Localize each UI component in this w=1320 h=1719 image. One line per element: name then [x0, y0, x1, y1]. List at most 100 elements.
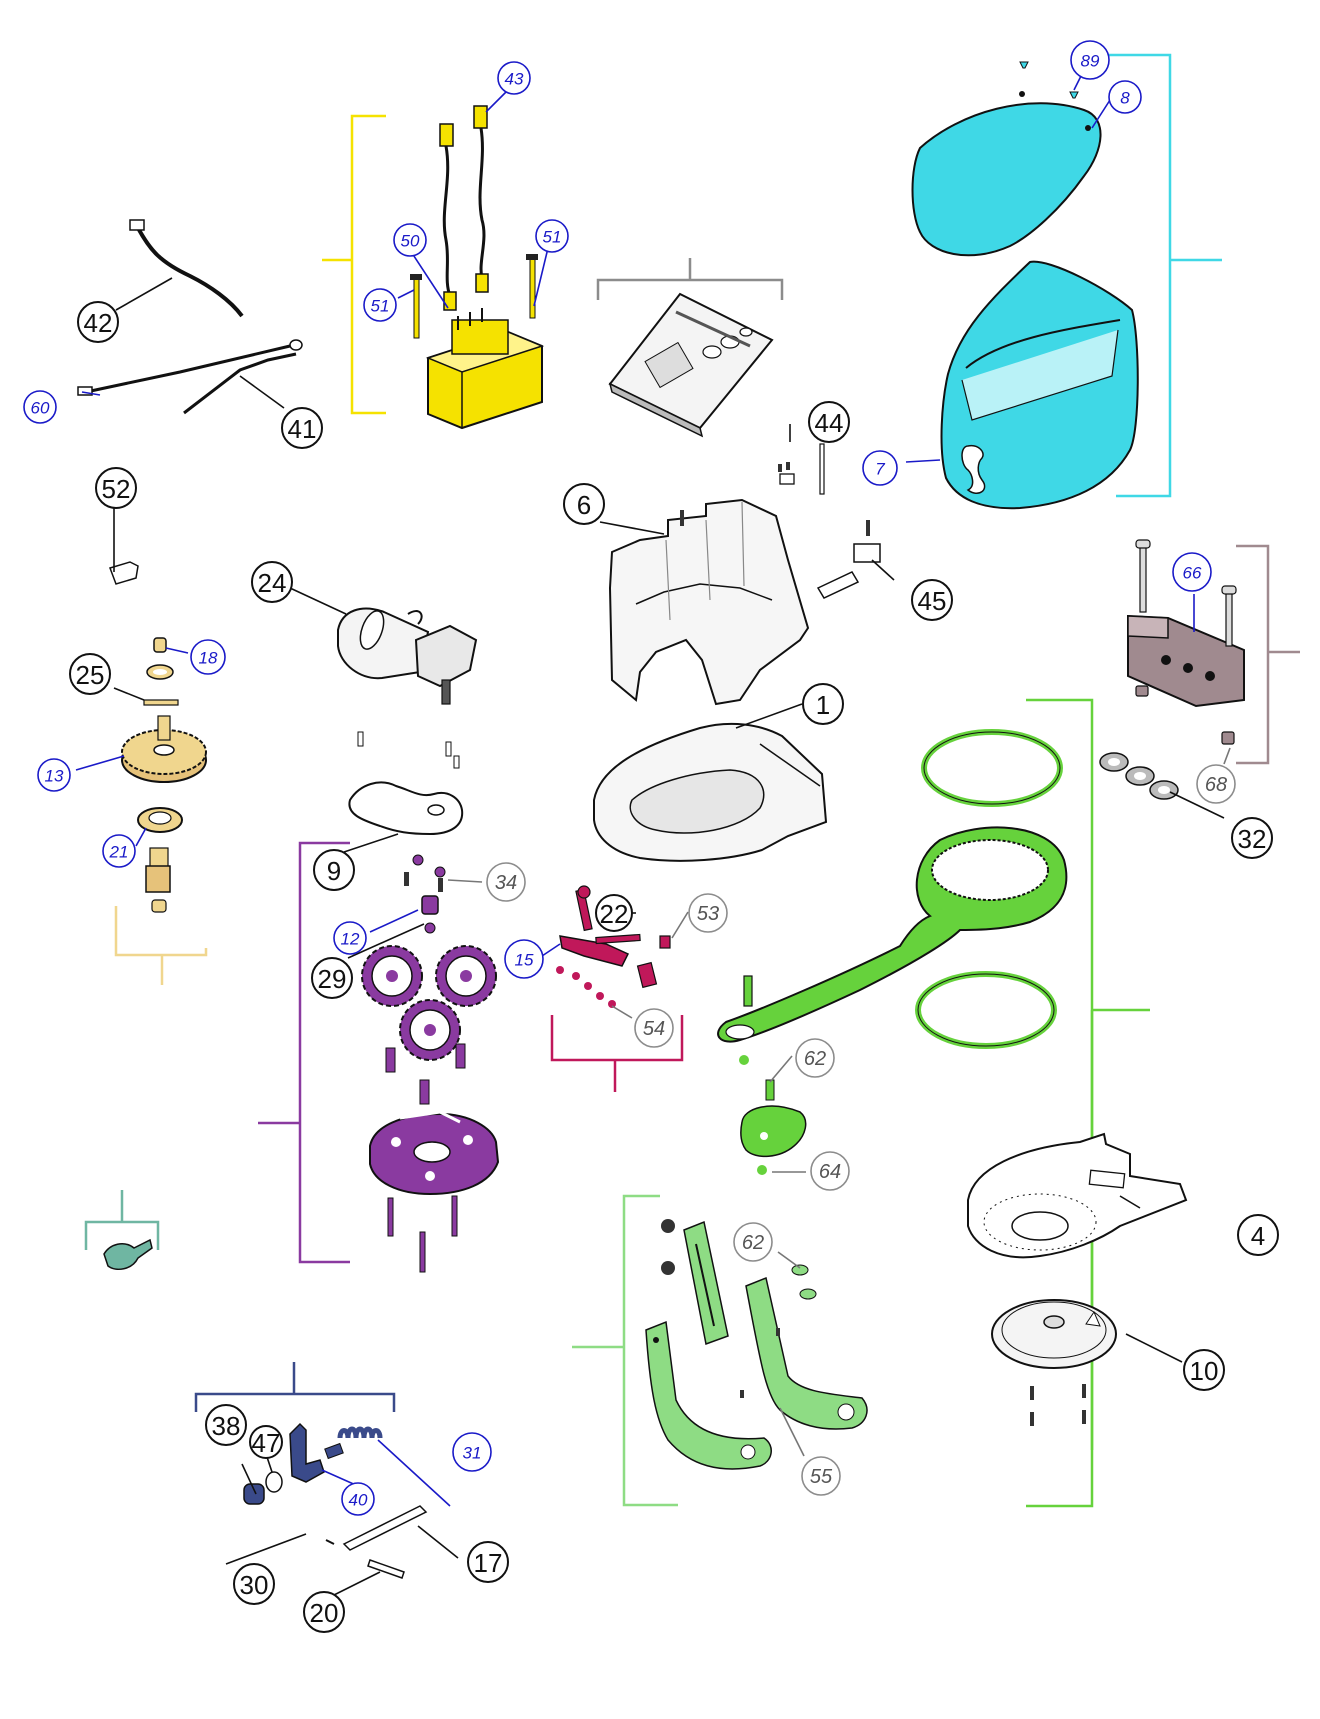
callout-circle: [634, 1008, 674, 1048]
callout-c29: 29: [311, 957, 353, 999]
cable-part-60: [77, 339, 303, 396]
callout-circle: [497, 61, 531, 95]
bracket-red-lever-group: [550, 1015, 684, 1092]
shaft-part-17: [342, 1505, 428, 1551]
callout-circle: [102, 834, 136, 868]
callout-c41: 41: [281, 407, 323, 449]
callout-c4: 4: [1237, 1214, 1279, 1256]
callout-circle: [911, 579, 953, 621]
callout-circle: [1172, 552, 1212, 592]
bracket-yellow-transformer-group: [322, 114, 386, 415]
callout-c15: 15: [504, 939, 544, 979]
washer-part-47: [265, 1471, 283, 1493]
callout-number: 44: [815, 408, 844, 438]
callout-number: 4: [1251, 1221, 1265, 1251]
planet-gear-2: [435, 945, 497, 1007]
callout-circle: [452, 1432, 492, 1472]
callout-c45: 45: [911, 579, 953, 621]
cam-part-64: [740, 1105, 807, 1175]
callout-c8: 8: [1108, 80, 1142, 114]
callout-c17: 17: [467, 1541, 509, 1583]
leader-lines-blue: [75, 67, 1195, 1507]
seal-ring-top: [921, 729, 1063, 807]
callout-circle: [563, 483, 605, 525]
callout-circle: [1183, 1349, 1225, 1391]
callout-number: 22: [600, 899, 629, 929]
pin-part-20: [367, 1559, 405, 1579]
callout-c25: 25: [69, 653, 111, 695]
callout-number: 42: [84, 308, 113, 338]
callout-number: 25: [76, 660, 105, 690]
callout-number: 38: [212, 1411, 241, 1441]
callout-number: 54: [643, 1018, 665, 1040]
block-part-53: [636, 935, 671, 989]
callout-number: 18: [199, 649, 218, 668]
callout-circle: [95, 467, 137, 509]
callout-c68: 68: [1196, 764, 1236, 804]
callout-circle: [393, 223, 427, 257]
callout-circle: [1196, 764, 1236, 804]
callout-c18: 18: [190, 639, 226, 675]
callout-circle: [233, 1563, 275, 1605]
bracket-teal-key-group: [84, 1190, 160, 1250]
leader-lines-grey: [447, 747, 1231, 1457]
callout-c53: 53: [688, 893, 728, 933]
callout-circle: [333, 921, 367, 955]
callout-c21: 21: [102, 834, 136, 868]
callout-number: 20: [310, 1598, 339, 1628]
callout-c31: 31: [452, 1432, 492, 1472]
callout-number: 53: [697, 903, 719, 925]
callout-number: 47: [252, 1428, 281, 1458]
ring-gear-arm-part: [717, 826, 1068, 1043]
callout-c12: 12: [333, 921, 367, 955]
motor-part-24: [337, 607, 478, 705]
wire-harness-part-43: [439, 105, 489, 311]
callout-c44: 44: [808, 401, 850, 443]
callout-circle: [1237, 1214, 1279, 1256]
callout-number: 17: [474, 1548, 503, 1578]
callout-number: 34: [495, 872, 517, 894]
clip-part-52: [109, 561, 139, 585]
slotted-bar-part: [661, 1219, 729, 1346]
callout-c47: 47: [249, 1425, 283, 1459]
callout-number: 15: [515, 951, 534, 970]
callout-c43: 43: [497, 61, 531, 95]
callout-c13: 13: [37, 758, 71, 792]
nut-part-66: [1135, 685, 1149, 697]
callout-c24: 24: [251, 561, 293, 603]
gear-pins: [385, 1043, 466, 1105]
callout-number: 10: [1190, 1356, 1219, 1386]
spacer-part-29: [424, 922, 436, 934]
bracket-light-green-bar-group: [572, 1194, 678, 1507]
callout-c38: 38: [205, 1404, 247, 1446]
callout-number: 89: [1081, 52, 1100, 71]
callout-c22: 22: [595, 894, 633, 932]
callout-number: 41: [288, 414, 317, 444]
cam-part-40: [289, 1422, 325, 1483]
callout-number: 51: [543, 228, 562, 247]
callout-circle: [23, 390, 57, 424]
callout-circle: [341, 1482, 375, 1516]
gasket-part-9: [348, 731, 464, 836]
curved-arm-part: [645, 1320, 772, 1470]
callout-c9: 9: [313, 849, 355, 891]
callout-circle: [504, 939, 544, 979]
callout-c10: 10: [1183, 1349, 1225, 1391]
callout-number: 60: [31, 399, 50, 418]
callout-number: 51: [371, 297, 390, 316]
callout-c42: 42: [77, 301, 119, 343]
small-screws-part-34: [404, 854, 446, 892]
top-lid-part-8: [911, 91, 1102, 257]
cable-part-42: [129, 219, 244, 318]
callout-c7: 7: [862, 450, 898, 486]
cable-part-41: [183, 352, 297, 415]
screw-part-89: [1019, 61, 1079, 99]
callout-c1: 1: [802, 683, 844, 725]
disk-part-10: [991, 1299, 1117, 1369]
disk-screws: [1030, 1384, 1086, 1426]
terminal-part-45: [816, 520, 881, 599]
bearing-part-21: [137, 807, 183, 833]
pinion-part-12: [421, 895, 439, 915]
callout-c20: 20: [303, 1591, 345, 1633]
